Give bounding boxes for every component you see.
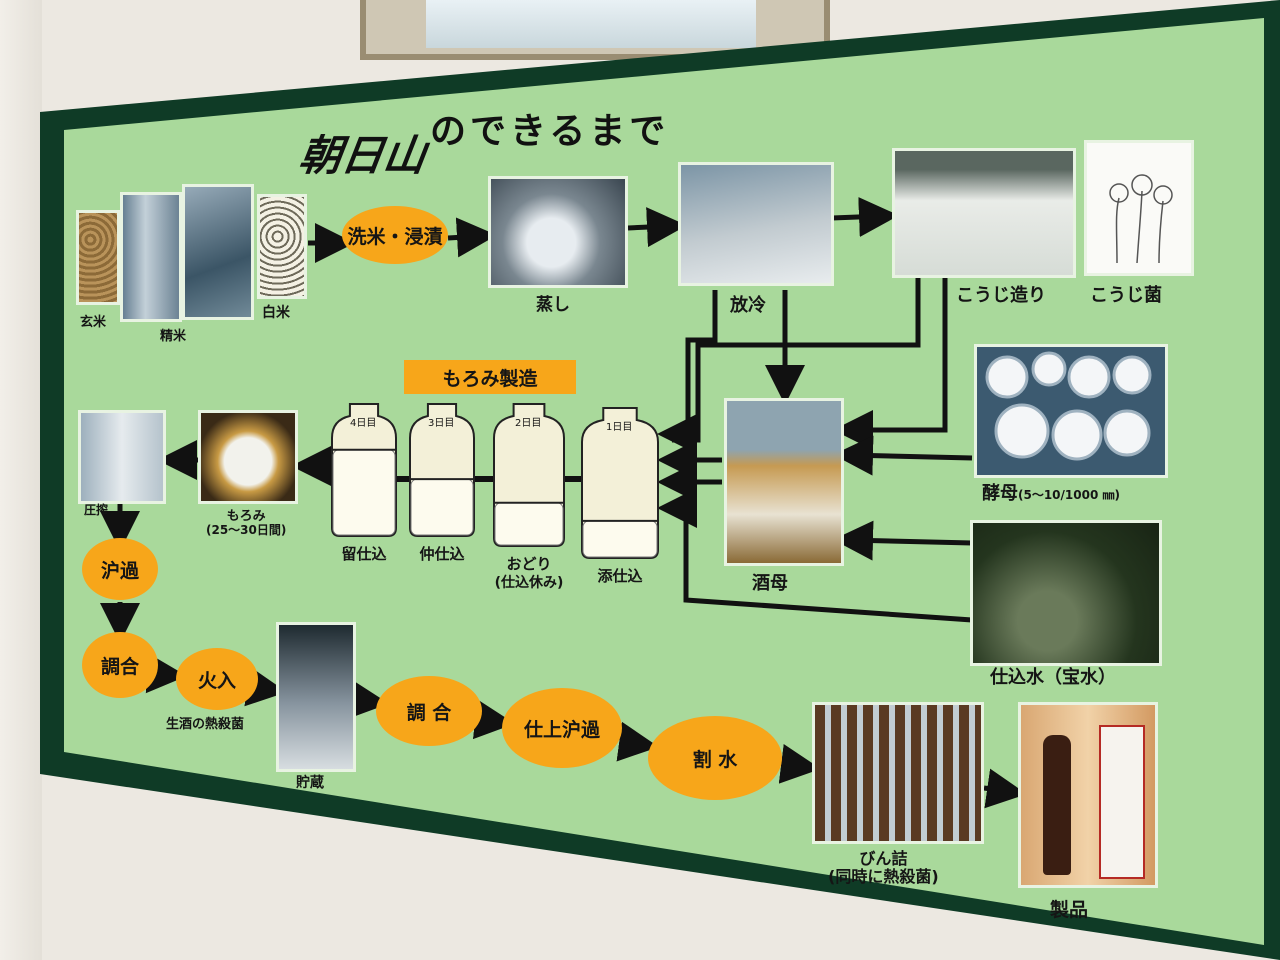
step-chogo2: 調 合 bbox=[376, 676, 482, 746]
label-hakumai: 白米 bbox=[262, 305, 290, 321]
label-seimai: 精米 bbox=[160, 329, 187, 344]
tank-name-label: おどり bbox=[506, 555, 552, 573]
arrow-senmai-to-mushi bbox=[447, 217, 497, 258]
title-text: のできるまで bbox=[430, 111, 670, 152]
photo-genmai bbox=[76, 210, 120, 305]
arrow-binzume-to-seihin bbox=[983, 768, 1027, 809]
pipe-2 bbox=[472, 476, 494, 482]
label-genmai: 玄米 bbox=[80, 315, 107, 330]
tank-name-label: 添仕込 bbox=[597, 567, 643, 585]
arrow-horei-to-moromi bbox=[657, 290, 718, 454]
arrow-hiire-to-chozo bbox=[244, 666, 287, 707]
label-koji-zukuri: こうじ造り bbox=[956, 285, 1046, 306]
wall bbox=[0, 0, 42, 960]
label-horei: 放冷 bbox=[730, 295, 766, 316]
label-shikomi-mizu: 仕込水（宝水） bbox=[990, 667, 1116, 688]
arrow-shiage-to-warimizu bbox=[616, 721, 659, 762]
photo-seimai-worker bbox=[182, 184, 254, 320]
arrow-warimizu-to-binzume bbox=[778, 744, 821, 784]
tank-day-label: 4日目 bbox=[350, 418, 377, 429]
tank-fill bbox=[410, 478, 474, 536]
pipe-3 bbox=[564, 476, 584, 482]
photo-koji-zukuri bbox=[892, 148, 1076, 278]
label-namazake: 生酒の熱殺菌 bbox=[166, 717, 245, 732]
arrow-water-to-shubo bbox=[833, 520, 973, 561]
window bbox=[360, 0, 830, 60]
photo-mushi bbox=[488, 176, 628, 288]
step-senmai: 洗米・浸漬 bbox=[342, 206, 448, 264]
step-roka: 沪過 bbox=[82, 538, 158, 600]
photo-horei bbox=[678, 162, 834, 286]
arrow-koji-to-shubo bbox=[833, 278, 948, 450]
photo-assaku bbox=[78, 410, 166, 504]
photo-seihin bbox=[1018, 702, 1158, 888]
label-assaku: 圧搾 bbox=[84, 503, 109, 517]
tank-name-label: 留仕込 bbox=[341, 545, 387, 563]
tank-sub-label: (仕込休み) bbox=[494, 575, 564, 591]
arrow-water-to-moromi bbox=[657, 488, 973, 623]
photo-kobo bbox=[974, 344, 1168, 478]
arrow-chogo2-to-shiage bbox=[472, 699, 515, 740]
label-moromi: もろみ(25～30日間) bbox=[206, 509, 287, 538]
tank-day-label: 3日目 bbox=[428, 418, 455, 429]
arrow-mushi-to-horei bbox=[627, 207, 687, 248]
pipe-1 bbox=[392, 476, 412, 482]
step-warimizu: 割 水 bbox=[648, 716, 782, 800]
label-binzume: びん詰(同時に熱殺菌) bbox=[828, 849, 939, 886]
photo-hakumai bbox=[257, 194, 307, 299]
arrow-chozo-to-chogo2 bbox=[346, 679, 389, 720]
photo-seimai-machine bbox=[120, 192, 182, 322]
arrow-kobo-to-shubo bbox=[833, 435, 973, 476]
step-hiire: 火入 bbox=[176, 648, 258, 710]
tank-day-label: 2日目 bbox=[515, 418, 542, 429]
moromi-heading: もろみ製造 bbox=[404, 360, 576, 394]
tank-fill bbox=[582, 520, 658, 558]
tank-fill bbox=[494, 502, 564, 546]
arrow-horei-to-koji bbox=[831, 196, 899, 237]
label-seihin: 製品 bbox=[1050, 899, 1089, 921]
tank-name-label: 仲仕込 bbox=[419, 545, 465, 563]
step-chogo: 調合 bbox=[82, 632, 158, 698]
tank-day-label: 1日目 bbox=[606, 422, 633, 433]
photo-binzume bbox=[812, 702, 984, 844]
label-koji-kin: こうじ菌 bbox=[1090, 285, 1162, 306]
photo-moromi bbox=[198, 410, 298, 504]
photo-koji-kin bbox=[1084, 140, 1194, 276]
tank-fill bbox=[332, 449, 396, 536]
label-mushi: 蒸し bbox=[536, 295, 570, 315]
arrow-chogo-to-hiire bbox=[145, 653, 187, 694]
label-kobo: 酵母(5～10/1000 ㎜) bbox=[982, 483, 1120, 504]
label-chozo: 貯蔵 bbox=[296, 775, 324, 791]
photo-shubo bbox=[724, 398, 844, 566]
label-shubo: 酒母 bbox=[752, 573, 788, 594]
photo-chozo bbox=[276, 622, 356, 772]
step-shiage-roka: 仕上沪過 bbox=[502, 688, 622, 768]
photo-shikomi-mizu bbox=[970, 520, 1162, 666]
